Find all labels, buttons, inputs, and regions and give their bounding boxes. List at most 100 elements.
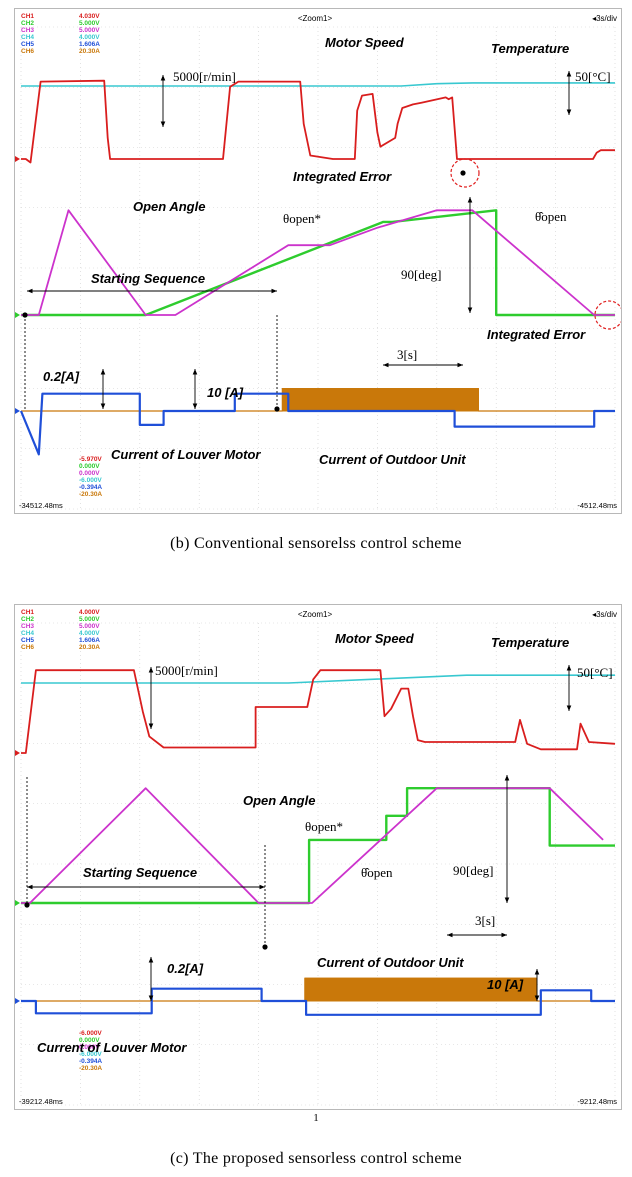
channel-name-label: CH6 [21,48,34,55]
trace-louver-current [19,392,615,456]
annotation-arrowhead [27,884,33,890]
annotation-arrowhead [504,775,510,781]
channel-offset-label: 0.000V [79,463,100,470]
annotation-time-scale: 3[s] [475,913,495,928]
time-end-label: -9212.48ms [577,1097,617,1106]
annotation-arrowhead [192,369,198,375]
annotation-theta-ref: θopen* [305,819,343,834]
channel-offset-label: 0.000V [79,1044,100,1051]
channel-name-label: CH1 [21,13,34,20]
channel-name-label: CH3 [21,27,34,34]
channel-scale-label: 20.30A [79,644,100,651]
trace-motor-speed [21,79,615,164]
annotation-outdoor-scale: 10 [A] [487,977,524,992]
channel-name-label: CH6 [21,644,34,651]
annotation-arrowhead [148,957,154,963]
annotation-arrowhead [148,667,154,673]
annotation-arrowhead [160,75,166,81]
trace-temperature [21,674,615,684]
channel-scale-label: 5.000V [79,20,100,27]
channel-offset-label: -6.000V [79,1051,102,1058]
channel-scale-label: 20.30A [79,48,100,55]
channel-ground-marker [15,156,20,162]
annotation-temperature: Temperature [491,635,569,650]
annotation-louver-current: Current of Louver Motor [111,447,261,462]
annotation-arrowhead [534,969,540,975]
channel-ground-marker [15,312,20,318]
trace-outdoor-current [21,977,615,1002]
annotation-arrowhead [534,995,540,1001]
annotation-arrowhead [566,109,572,115]
channel-scale-label: 1.606A [79,41,100,48]
channel-offset-label: 0.000V [79,1037,100,1044]
annotation-arrowhead [100,369,106,375]
oscilloscope-plot-b: <Zoom1> ◂3s/div CH1 4.030V CH2 5.000V CH3 5.000… [15,13,621,510]
annotation-arrowhead [27,288,33,294]
channel-scale-label: 4.000V [79,34,100,41]
annotation-arrowhead [504,897,510,903]
channel-offset-label: -0.394A [79,1058,102,1065]
annotation-louver-current: Current of Louver Motor [37,1040,187,1055]
trace-theta-est [21,209,615,316]
annotation-arrowhead [192,403,198,409]
channel-scale-label: 5.000V [79,616,100,623]
annotation-arrowhead [383,362,389,368]
channel-scale-label: 4.030V [79,13,100,20]
annotation-theta-est: θ̂open [535,209,567,224]
annotation-arrowhead [467,197,473,203]
channel-offset-label: 0.000V [79,470,100,477]
channel-scale-label: 5.000V [79,27,100,34]
annotation-louver-scale: 0.2[A] [167,961,204,976]
channel-offset-label: -0.394A [79,484,102,491]
annotation-motor-speed: Motor Speed [335,631,415,646]
channel-ground-marker [15,900,20,906]
channel-ground-marker [15,750,20,756]
channel-offset-label: -6.000V [79,1030,102,1037]
annotation-open-angle: Open Angle [243,793,315,808]
channel-offset-label: -5.970V [79,456,102,463]
trace-motor-speed [21,669,616,754]
annotation-temp-scale: 50[°C] [575,69,611,84]
annotation-temp-scale: 50[°C] [577,665,613,680]
annotation-arrowhead [501,932,507,938]
annotation-error-circle [450,158,480,188]
annotation-arrowhead [467,307,473,313]
annotation-arrowhead [148,995,154,1001]
channel-offset-label: -20.30A [79,1065,102,1072]
trace-theta-est [21,787,604,904]
annotation-temperature: Temperature [491,41,569,56]
trace-outdoor-current [21,388,615,412]
channel-name-label: CH3 [21,623,34,630]
scope-timebase-label: ◂3s/div [592,14,617,23]
scope-zoom-label: <Zoom1> [298,14,333,23]
trace-theta-ref [21,786,615,905]
caption-c: (c) The proposed sensorless control sche… [170,1150,462,1167]
annotation-outdoor-current: Current of Outdoor Unit [317,955,464,970]
annotation-outdoor-scale: 10 [A] [207,385,244,400]
annotation-arrowhead [160,121,166,127]
annotation-arrowhead [566,665,572,671]
annotation-integrated-error-top: Integrated Error [293,169,392,184]
channel-offset-label: -20.30A [79,491,102,498]
page-number: 1 [313,1112,319,1124]
scope-zoom-label: <Zoom1> [298,610,333,619]
annotation-arrowhead [457,362,463,368]
channel-name-label: CH2 [21,20,34,27]
annotation-starting-sequence: Starting Sequence [91,271,205,286]
annotation-time-scale: 3[s] [397,347,417,362]
annotation-outdoor-current: Current of Outdoor Unit [319,452,466,467]
channel-scale-label: 4.000V [79,609,100,616]
annotation-dot [460,170,466,176]
channel-name-label: CH5 [21,637,34,644]
annotation-error-circle [594,300,621,330]
annotation-louver-scale: 0.2[A] [43,369,80,384]
trace-louver-current [21,987,615,1016]
channel-scale-label: 5.000V [79,623,100,630]
channel-name-label: CH4 [21,630,34,637]
annotation-open-angle: Open Angle [133,199,205,214]
channel-name-label: CH2 [21,616,34,623]
time-start-label: -39212.48ms [19,1097,63,1106]
channel-name-label: CH4 [21,34,34,41]
